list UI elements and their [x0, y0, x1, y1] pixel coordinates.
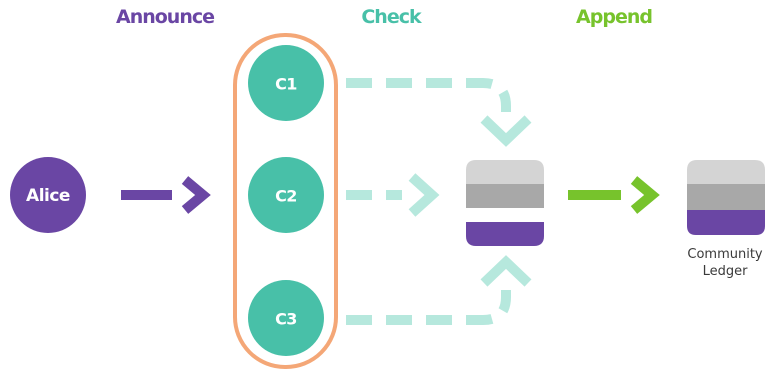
phase-announce-label: Announce [115, 6, 215, 28]
append-arrow [568, 176, 660, 214]
phase-append-label: Append [576, 6, 653, 28]
checker-label-c1: C1 [275, 74, 297, 94]
checker-node-c1 [248, 45, 324, 121]
community-ledger-block [687, 160, 765, 235]
announce-arrow [121, 176, 211, 214]
alice-node [10, 157, 86, 233]
ledger-caption-line1: Community [687, 247, 763, 262]
checker-node-c3 [248, 280, 324, 356]
checker-node-c2 [248, 157, 324, 233]
ledger-caption: Community Ledger [687, 246, 762, 280]
pending-block [466, 160, 544, 246]
check-arrow-c3 [346, 255, 532, 325]
ledger-caption-line2: Ledger [702, 264, 748, 279]
checker-label-c2: C2 [275, 186, 297, 206]
check-arrow-c2 [346, 173, 440, 217]
checker-label-c3: C3 [275, 309, 297, 329]
checker-group-outline [233, 33, 338, 369]
phase-check-label: Check [361, 6, 421, 28]
alice-label: Alice [26, 186, 70, 206]
check-arrow-c1 [346, 78, 532, 147]
